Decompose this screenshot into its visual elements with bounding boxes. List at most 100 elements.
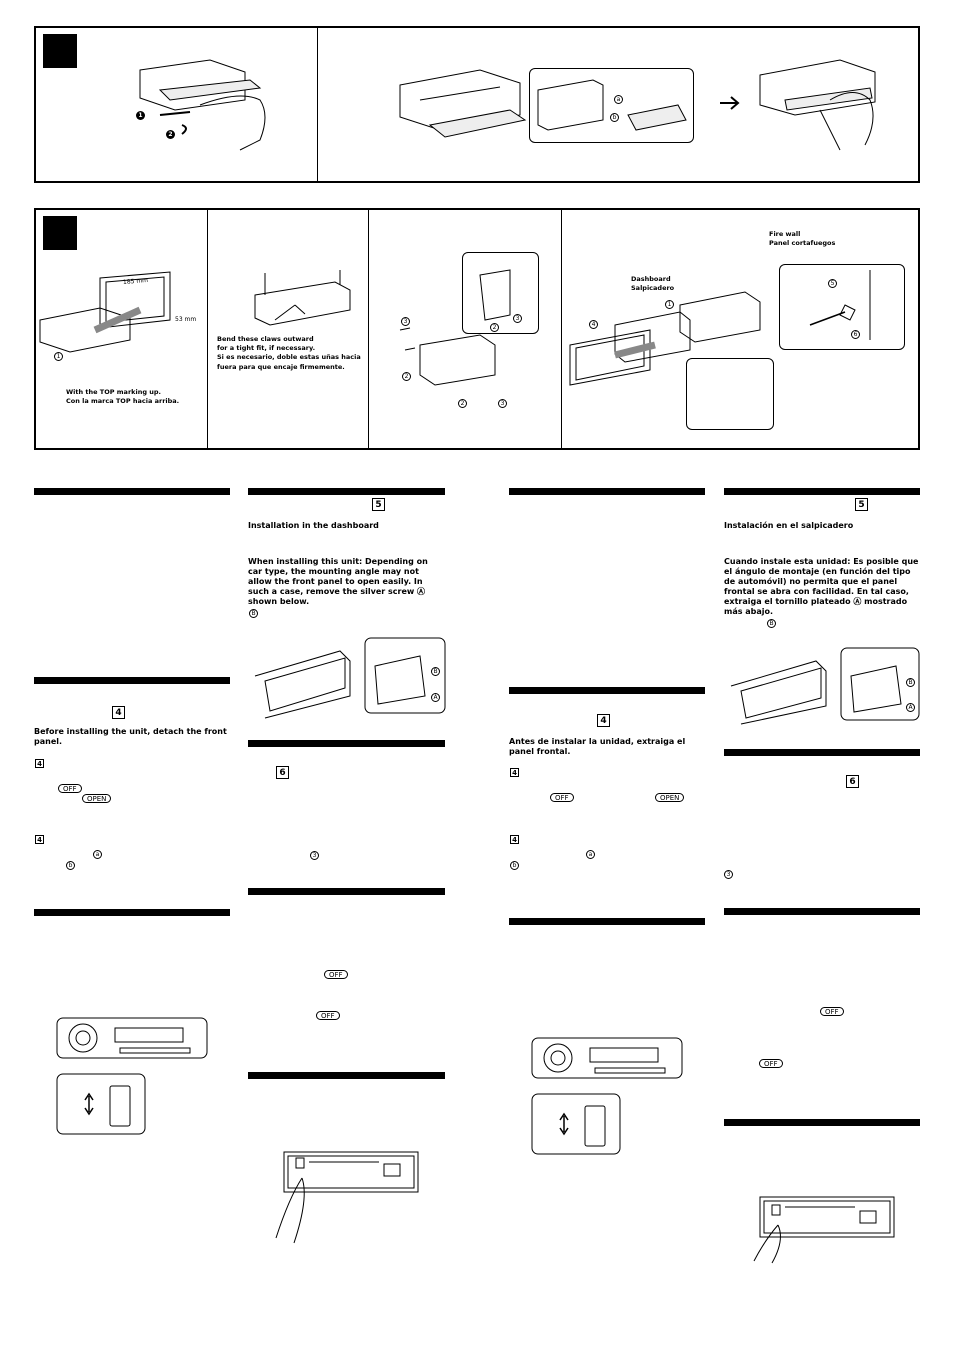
illustration-panel-case <box>537 79 687 131</box>
illustration-attach-panel <box>759 59 876 151</box>
figure-divider-1 <box>207 210 208 448</box>
heading-bar-en-3 <box>34 909 230 916</box>
label-a: a <box>614 95 623 104</box>
label-a-screw-en: A <box>431 693 440 702</box>
dashboard-es: Salpicadero <box>631 284 675 292</box>
open-button-label: OPEN <box>82 794 112 803</box>
heading-bar-es-7 <box>724 1119 920 1126</box>
marker-2: 2 <box>166 130 175 139</box>
install-dashboard-es: Instalación en el salpicadero <box>724 521 854 530</box>
heading-bar-en-4 <box>248 488 445 495</box>
dim-height: 53 mm <box>175 316 197 323</box>
heading-bar-es-6 <box>724 908 920 915</box>
illustration-claws <box>254 270 351 326</box>
ref-num-5: 5 <box>372 498 385 511</box>
illustration-brackets <box>399 269 511 386</box>
step-ref-4b-es: 4 <box>510 835 519 844</box>
figure-tab-1 <box>43 34 77 68</box>
label-a-screw-es: A <box>906 703 915 712</box>
part-3-es: 3 <box>724 870 733 879</box>
inset-bracket <box>462 252 539 334</box>
heading-bar-en-6 <box>248 888 445 895</box>
install-dashboard-en: Installation in the dashboard <box>248 521 379 530</box>
part-1: 1 <box>54 352 63 361</box>
figure-divider-2 <box>368 210 369 448</box>
illustration-unit-front-en <box>56 1017 208 1135</box>
heading-bar-es-4 <box>724 488 920 495</box>
figure-tab-2 <box>43 216 77 250</box>
part-3-a: 3 <box>513 314 522 323</box>
off-button-label-es: OFF <box>550 793 574 802</box>
heading-bar-es-5 <box>724 749 920 756</box>
arrow-right-icon <box>720 96 740 110</box>
part-2-c: 2 <box>458 399 467 408</box>
open-button-label-es: OPEN <box>655 793 685 802</box>
figure-divider <box>317 28 318 181</box>
part-3-en: 3 <box>310 851 319 860</box>
heading-bar-es-3 <box>509 918 705 925</box>
fire-wall-es: Panel cortafuegos <box>769 239 836 247</box>
note-top-en: With the TOP marking up. <box>66 388 161 396</box>
illustration-reset-en <box>275 1151 419 1244</box>
step-ref-4a-es: 4 <box>510 768 519 777</box>
ref-num-4: 4 <box>112 706 125 719</box>
ref-b-en: B <box>249 609 258 618</box>
part-3-b: 3 <box>401 317 410 326</box>
ref-num-5-es: 5 <box>855 498 868 511</box>
ref-b-es: B <box>767 619 776 628</box>
part-4: 4 <box>589 320 598 329</box>
figure-divider-3 <box>561 210 562 448</box>
heading-bar-es-2 <box>509 687 705 694</box>
label-a-en: a <box>93 850 102 859</box>
caution-en: When installing this unit: Depending on … <box>248 557 428 606</box>
illustration-mounting-collar <box>39 271 171 353</box>
heading-bar-es-1 <box>509 488 705 495</box>
claws-en-1: Bend these claws outward <box>217 335 314 343</box>
illustration-remove-panel <box>399 69 527 138</box>
label-b-es: b <box>510 861 519 870</box>
off-label-es-1: OFF <box>820 1007 844 1016</box>
inset-unit-detail <box>686 358 774 430</box>
off-label-es-2: OFF <box>759 1059 783 1068</box>
heading-bar-en-5 <box>248 740 445 747</box>
claws-es-1: Si es necesario, doble estas uñas hacia <box>217 353 361 361</box>
marker-1: 1 <box>136 111 145 120</box>
ref-num-6: 6 <box>276 766 289 779</box>
label-b: b <box>610 113 619 122</box>
off-label-en-1: OFF <box>324 970 348 979</box>
inset-panel-case <box>529 68 694 143</box>
part-6: 6 <box>851 330 860 339</box>
label-a-es: a <box>586 850 595 859</box>
part-5: 5 <box>828 279 837 288</box>
detach-note-en: Before installing the unit, detach the f… <box>34 727 227 746</box>
step-ref-4b: 4 <box>35 835 44 844</box>
part-3-c: 3 <box>498 399 507 408</box>
claws-en-2: for a tight fit, if necessary. <box>217 344 316 352</box>
label-b-screw-en: B <box>431 667 440 676</box>
caution-es: Cuando instale esta unidad: Es posible q… <box>724 557 919 616</box>
detach-note-es: Antes de instalar la unidad, extraiga el… <box>509 737 686 756</box>
heading-bar-en-1 <box>34 488 230 495</box>
illustration-dashboard-install <box>569 270 871 386</box>
dashboard-en: Dashboard <box>631 275 671 283</box>
heading-bar-en-2 <box>34 677 230 684</box>
illustration-silver-screw-en <box>254 637 446 719</box>
fire-wall-en: Fire wall <box>769 230 801 238</box>
figure-box-detach <box>34 26 920 183</box>
off-label-en-2: OFF <box>316 1011 340 1020</box>
part-2-b: 2 <box>402 372 411 381</box>
illustration-unit-front-es <box>531 1037 683 1155</box>
ref-num-4-es: 4 <box>597 714 610 727</box>
illustration-silver-screw-es <box>730 647 920 725</box>
off-button-label: OFF <box>58 784 82 793</box>
figure-box-mounting <box>34 208 920 450</box>
heading-bar-en-7 <box>248 1072 445 1079</box>
ref-num-6-es: 6 <box>846 775 859 788</box>
illustration-release-panel <box>139 59 266 151</box>
claws-es-2: fuera para que encaje firmemente. <box>217 363 345 371</box>
part-2-a: 2 <box>490 323 499 332</box>
note-top-es: Con la marca TOP hacia arriba. <box>66 397 180 405</box>
inset-firewall <box>779 264 905 350</box>
step-ref-4a: 4 <box>35 759 44 768</box>
illustration-reset-es <box>753 1196 895 1264</box>
